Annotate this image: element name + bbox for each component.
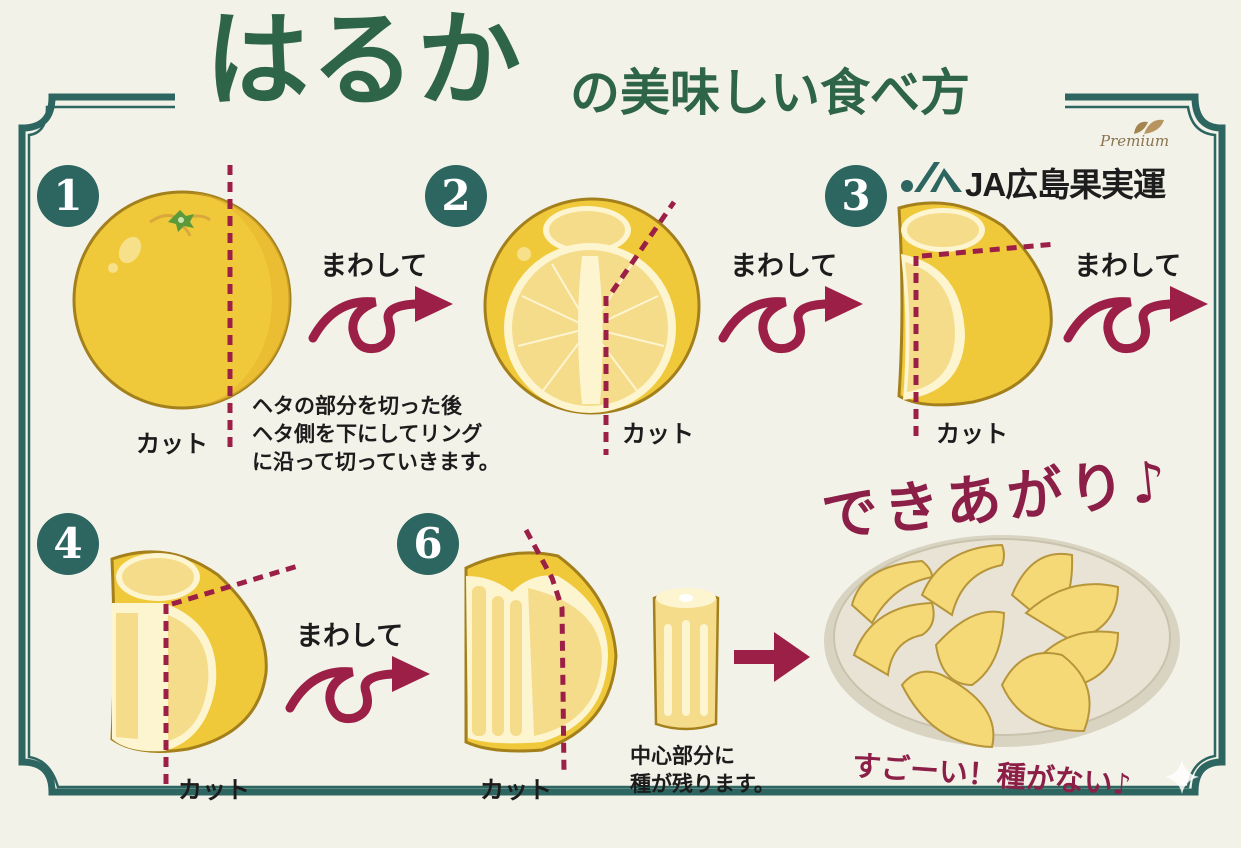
- quarter-fruit-illustration: [108, 543, 273, 762]
- right-arrow-icon: [734, 630, 810, 688]
- step-6-badge: 6: [397, 513, 459, 575]
- cut-line: [523, 528, 567, 773]
- whole-fruit-illustration: [70, 190, 300, 424]
- step-1-badge: 1: [37, 165, 99, 227]
- seed-core-illustration: [650, 584, 722, 738]
- ring-cut-fruit-illustration: [482, 196, 704, 422]
- cut-line: [603, 200, 677, 455]
- cut-label: カット: [136, 430, 208, 458]
- cut-line: [913, 241, 1057, 443]
- step-3-badge: 3: [825, 165, 887, 227]
- page-title: はるか: [205, 0, 524, 121]
- sparkle-icon: [1165, 760, 1199, 798]
- rotate-label: まわして: [320, 251, 428, 282]
- loop-arrow-icon: [1060, 278, 1210, 362]
- cut-label: カット: [936, 420, 1008, 448]
- step-4-badge: 4: [37, 513, 99, 575]
- loop-arrow-icon: [282, 648, 432, 732]
- leaf-icon: [1130, 116, 1166, 140]
- rotate-label: まわして: [296, 621, 404, 652]
- loop-arrow-icon: [715, 278, 865, 362]
- cut-line: [163, 563, 299, 787]
- loop-arrow-icon: [305, 278, 455, 362]
- step-6-note: 中心部分に 種が残ります。: [630, 744, 775, 797]
- page-subtitle: の美味しい食べ方: [570, 63, 970, 122]
- step-1-note: ヘタの部分を切った後 ヘタ側を下にしてリング に沿って切っていきます。: [252, 394, 500, 475]
- plate-of-segments-illustration: [822, 525, 1184, 754]
- premium-label: Premium: [1100, 132, 1170, 150]
- rotate-label: まわして: [730, 251, 838, 282]
- cut-line: [227, 165, 233, 450]
- step-2-badge: 2: [425, 165, 487, 227]
- cut-label: カット: [622, 420, 694, 448]
- cut-label: カット: [178, 776, 250, 804]
- rotate-label: まわして: [1074, 251, 1182, 282]
- brand-name: JA広島果実運: [965, 166, 1166, 203]
- ja-logo-icon: [900, 160, 964, 198]
- cut-label: カット: [480, 776, 552, 804]
